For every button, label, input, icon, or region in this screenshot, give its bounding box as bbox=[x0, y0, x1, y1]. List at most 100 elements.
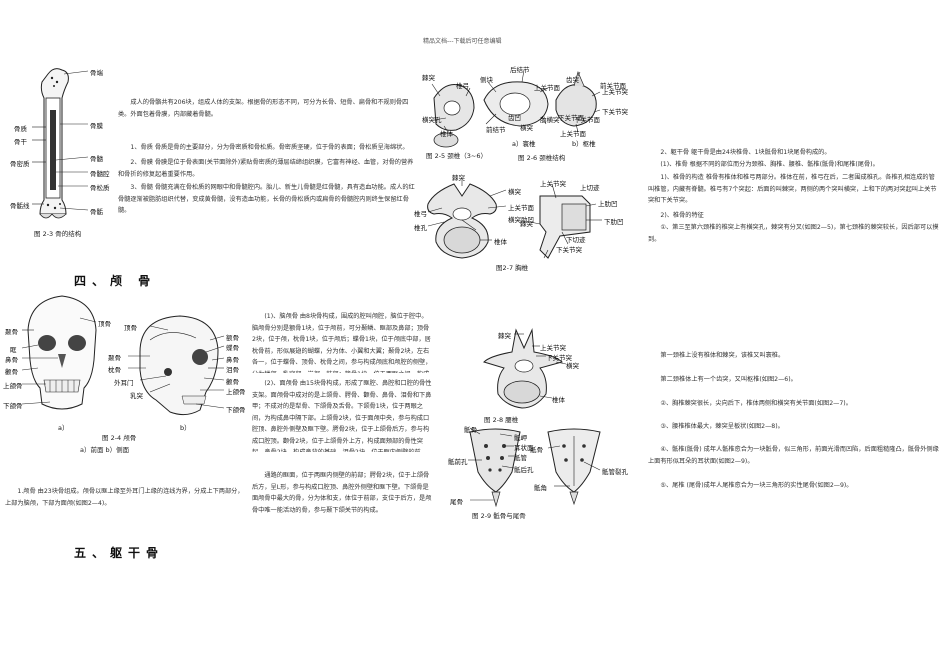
label-epiphyseal-line: 骨骺线 bbox=[10, 202, 30, 210]
label-inferior-costal-fovea: 下肋凹 bbox=[604, 218, 624, 226]
label-marrow: 骨髓 bbox=[90, 155, 103, 163]
label-frontal-side: 额骨 bbox=[226, 334, 239, 342]
label-nasal-side: 鼻骨 bbox=[226, 356, 239, 364]
label-sacrum-front: 骶骨 bbox=[464, 426, 477, 434]
label-arch-25: 椎弓 bbox=[456, 82, 469, 90]
label-anterior-sacral-foramina: 骶前孔 bbox=[448, 458, 468, 466]
label-zygomatic-side: 颧骨 bbox=[226, 378, 239, 386]
label-sacral-hiatus: 骶管裂孔 bbox=[602, 468, 628, 476]
label-spinous-28: 棘突 bbox=[498, 332, 511, 340]
label-coccyx: 尾骨 bbox=[450, 498, 463, 506]
figure-caption-2-3: 图 2-3 骨的结构 bbox=[34, 230, 82, 238]
label-transverse-costal-fovea: 横突肋凹 bbox=[508, 216, 534, 224]
vertebra-structure-paragraph: 1)、椎骨的构造 椎骨有椎体和椎弓两部分。椎体在前，椎弓在后，二者围成椎孔。各椎… bbox=[648, 174, 937, 204]
periosteum-paragraph: 2、骨膜 骨膜是位于骨表面(关节面除外)紧贴骨密质的薄层结缔组织膜，它富有神经、… bbox=[118, 159, 414, 178]
label-diaphysis: 骨干 bbox=[14, 138, 27, 146]
label-superior-facet-atlas: 上关节面 bbox=[534, 84, 560, 92]
label-sacrum-back: 骶骨 bbox=[530, 446, 543, 454]
label-occipital-side: 枕骨 bbox=[108, 366, 121, 374]
label-costotransverse: 肋横突 bbox=[540, 116, 560, 124]
sacrum-paragraph: ④、骶椎(骶骨) 成年人骶椎愈合为一块骶骨，似三角形，前面光滑而凹陷，后面粗糙隆… bbox=[648, 446, 939, 465]
label-spinous-27: 棘突 bbox=[452, 174, 465, 182]
label-marrow-cavity: 骨髓腔 bbox=[90, 170, 110, 178]
marrow-paragraph: 3、骨髓 骨髓充满在骨松质的网眼中和骨髓腔内。胎儿、新生儿骨髓是红骨髓，具有造血… bbox=[118, 184, 415, 214]
section-heading-skull: 四、颅 骨 bbox=[74, 274, 157, 288]
trunk-bones-paragraph: 2、躯干骨 躯干骨是由24块椎骨、1块骶骨和1块尾骨构成的。 bbox=[660, 149, 831, 156]
label-transverse-atlas: 横突 bbox=[520, 124, 533, 132]
label-sacral-canal: 骶管 bbox=[514, 454, 527, 462]
label-superior-notch: 上切迹 bbox=[580, 184, 600, 192]
label-spongy-bone: 骨松质 bbox=[90, 184, 110, 192]
label-bone-end: 骨端 bbox=[90, 69, 103, 77]
label-promontory: 骶岬 bbox=[514, 434, 527, 442]
skull-sub-a: a） bbox=[58, 424, 69, 432]
label-superior-process-axis: 上关节突 bbox=[602, 88, 628, 96]
vertebrae-paragraph: (1)、椎骨 根据不同的部位而分为颈椎、胸椎、腰椎、骶椎(骶骨)和尾椎(尾骨)。 bbox=[660, 161, 879, 168]
label-body-28: 椎体 bbox=[552, 396, 565, 404]
intro-paragraph: 成人的骨骼共有206块，组成人体的支架。根据骨的形态不同，可分为长骨、短骨、扁骨… bbox=[118, 99, 409, 118]
vertebra-features-heading: 2)、椎骨的特征 bbox=[660, 212, 704, 219]
figure-caption-2-6: 图 2-6 颈椎结构 bbox=[518, 154, 566, 162]
label-inferior-process-axis: 下关节突 bbox=[602, 108, 628, 116]
label-vertebral-foramen-27: 椎孔 bbox=[414, 224, 427, 232]
label-nasal-front: 鼻骨 bbox=[5, 356, 18, 364]
label-posterior-tubercle: 后结节 bbox=[510, 66, 530, 74]
label-posterior-sacral-foramina: 骶后孔 bbox=[514, 466, 534, 474]
thoracic-paragraph: ②、胸椎棘突很长，尖向后下，椎体两侧和横突有关节面(如图2—7)。 bbox=[660, 400, 852, 407]
label-zygomatic-front: 颧骨 bbox=[5, 368, 18, 376]
facial-bones-continued: 通路的眶面，位于两眶内侧壁的前部；腭骨2块，位于上颌骨后方，呈L形，参与构成口腔… bbox=[252, 472, 432, 514]
label-inferior-facet-atlas: 下关节面 bbox=[558, 114, 584, 122]
label-transverse-foramen-25: 横突孔 bbox=[422, 116, 442, 124]
label-superior-process-28: 上关节突 bbox=[540, 344, 566, 352]
label-maxilla-side: 上颌骨 bbox=[226, 388, 246, 396]
cranial-bones-paragraph: (1)、脑颅骨 由8块骨构成，围成的腔叫颅腔，脑位于腔中。脑颅骨分别是额骨1块，… bbox=[252, 313, 432, 373]
skull-sub-b: b） bbox=[180, 424, 191, 432]
section-heading-trunk: 五、躯干骨 bbox=[74, 546, 165, 560]
label-lateral-mass: 侧块 bbox=[480, 76, 493, 84]
label-temporal-side: 颞骨 bbox=[108, 354, 121, 362]
label-inferior-facet-axis: 下关节面 bbox=[574, 116, 600, 124]
label-spinous-side-27: 棘突 bbox=[520, 220, 533, 228]
label-orbit: 眶 bbox=[10, 346, 17, 354]
label-inferior-notch: 下切迹 bbox=[566, 236, 586, 244]
label-anterior-facet: 前关节面 bbox=[600, 82, 626, 90]
label-auricular-surface: 耳状面 bbox=[514, 444, 534, 452]
figure-caption-2-4: 图 2-4 颅骨 bbox=[102, 434, 137, 442]
label-maxilla-front: 上颌骨 bbox=[3, 382, 23, 390]
coccyx-paragraph: ⑤、尾椎 (尾骨)成年人尾椎愈合为一块三角形的实性尾骨(如图2—9)。 bbox=[660, 482, 853, 489]
label-mandible-side: 下颌骨 bbox=[226, 406, 246, 414]
axis-sub-caption: b）枢椎 bbox=[572, 140, 596, 148]
atlas-paragraph: 第一颈椎上没有椎体和棘突，该椎又叫寰椎。 bbox=[660, 352, 785, 359]
label-periosteum: 骨膜 bbox=[90, 122, 103, 130]
label-external-ear: 外耳门 bbox=[114, 379, 134, 387]
label-spinous-25: 棘突 bbox=[422, 74, 435, 82]
label-compact-bone: 骨密质 bbox=[10, 160, 30, 168]
lumbar-paragraph: ③、腰椎椎体最大，棘突呈板状(如图2—8)。 bbox=[660, 423, 784, 430]
label-mandible-front: 下颌骨 bbox=[3, 402, 23, 410]
label-anterior-tubercle: 前结节 bbox=[486, 126, 506, 134]
page-header: 精品文档---下载后可任意编辑 bbox=[423, 38, 502, 45]
label-bone-substance: 骨质 bbox=[14, 125, 27, 133]
bone-substance-paragraph: 1、骨质 骨质是骨的主要部分，分为骨密质和骨松质。骨密质坚硬，位于骨的表面；骨松… bbox=[130, 144, 409, 151]
label-parietal-side: 顶骨 bbox=[124, 324, 137, 332]
label-parietal-front: 顶骨 bbox=[98, 320, 111, 328]
label-superior-costal-fovea: 上肋凹 bbox=[598, 200, 618, 208]
label-epiphysis: 骨骺 bbox=[90, 208, 103, 216]
label-fovea-dentis: 齿凹 bbox=[508, 114, 521, 122]
facial-bones-paragraph: (2)、面颅骨 由15块骨构成，形成了眶腔、鼻腔和口腔的骨性支架。面颅骨中成对的… bbox=[252, 380, 432, 452]
label-body-25: 椎体 bbox=[440, 130, 453, 138]
label-sacral-horn: 骶角 bbox=[534, 484, 547, 492]
axis-paragraph: 第二颈椎体上有一个齿突，又叫枢椎(如图2—6)。 bbox=[660, 376, 797, 383]
figure-caption-2-7: 图2-7 胸椎 bbox=[496, 264, 529, 272]
label-mastoid: 乳突 bbox=[130, 392, 143, 400]
label-superior-facet-27: 上关节面 bbox=[508, 204, 534, 212]
label-superior-process-27: 上关节突 bbox=[540, 180, 566, 188]
label-arch-27: 椎弓 bbox=[414, 210, 427, 218]
label-transverse-27: 横突 bbox=[508, 188, 521, 196]
label-inferior-process-27: 下关节突 bbox=[556, 246, 582, 254]
